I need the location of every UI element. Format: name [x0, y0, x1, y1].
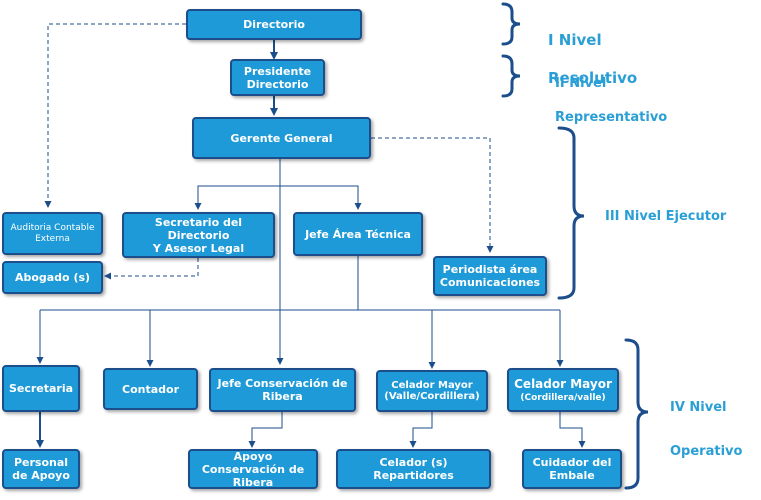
level-3-label: III Nivel Ejecutor: [605, 209, 727, 224]
level-2-title: II Nivel: [555, 76, 607, 91]
box-periodista: Periodista área Comunicaciones: [433, 256, 547, 296]
brace-level-3: [557, 126, 585, 300]
line-celador-cuidador: [559, 412, 586, 448]
celador-mayor-title: Celador Mayor: [514, 376, 612, 391]
celador-mayor-sub: (Cordillera/valle): [520, 392, 606, 403]
box-secretaria: Secretaria: [2, 365, 80, 412]
box-presidente-directorio: Presidente Directorio: [230, 59, 325, 96]
line-gerente-periodista: [371, 137, 494, 253]
box-directorio: Directorio: [186, 9, 362, 40]
level-2-subtitle: Representativo: [555, 110, 668, 125]
box-secretario-directorio: Secretario del Directorio Y Asesor Legal: [122, 212, 275, 258]
level-2-label: II Nivel Representativo: [555, 58, 667, 143]
level-1-title: I Nivel: [548, 31, 602, 49]
box-cuidador-embale: Cuidador del Embale: [522, 449, 622, 489]
line-celador-repartidores: [409, 412, 433, 448]
brace-level-2: [501, 54, 521, 98]
level-4-label: IV Nivel Operativo: [670, 382, 742, 477]
level-1-label: I Nivel Resolutivo: [548, 12, 637, 107]
box-celador-mayor-cordillera: Celador Mayor (Cordillera/valle): [507, 368, 619, 412]
box-personal-de-apoyo: Personal de Apoyo: [2, 449, 80, 489]
box-auditoria-contable: Auditoria Contable Externa: [2, 212, 103, 255]
box-apoyo-conservacion: Apoyo Conservación de Ribera: [188, 449, 318, 489]
box-abogado: Abogado (s): [2, 261, 103, 294]
brace-level-1: [501, 2, 521, 46]
box-jefe-area-tecnica: Jefe Área Técnica: [293, 212, 423, 256]
level-4-title: IV Nivel: [670, 400, 727, 415]
line-jefe-conservacion-apoyo: [248, 412, 283, 448]
level-1-subtitle: Resolutivo: [548, 69, 638, 87]
level-4-subtitle: Operativo: [670, 444, 743, 459]
line-secretario-abogado: [104, 258, 199, 280]
line-gerente-branch: [197, 185, 359, 206]
box-contador: Contador: [103, 368, 198, 410]
box-celador-mayor-valle: Celador Mayor (Valle/Cordillera): [376, 370, 488, 412]
box-celador-repartidores: Celador (s) Repartidores: [336, 449, 491, 489]
line-directorio-auditoria: [44, 23, 186, 208]
box-jefe-conservacion: Jefe Conservación de Ribera: [209, 368, 356, 412]
box-gerente-general: Gerente General: [192, 117, 371, 159]
brace-level-4: [624, 338, 649, 490]
